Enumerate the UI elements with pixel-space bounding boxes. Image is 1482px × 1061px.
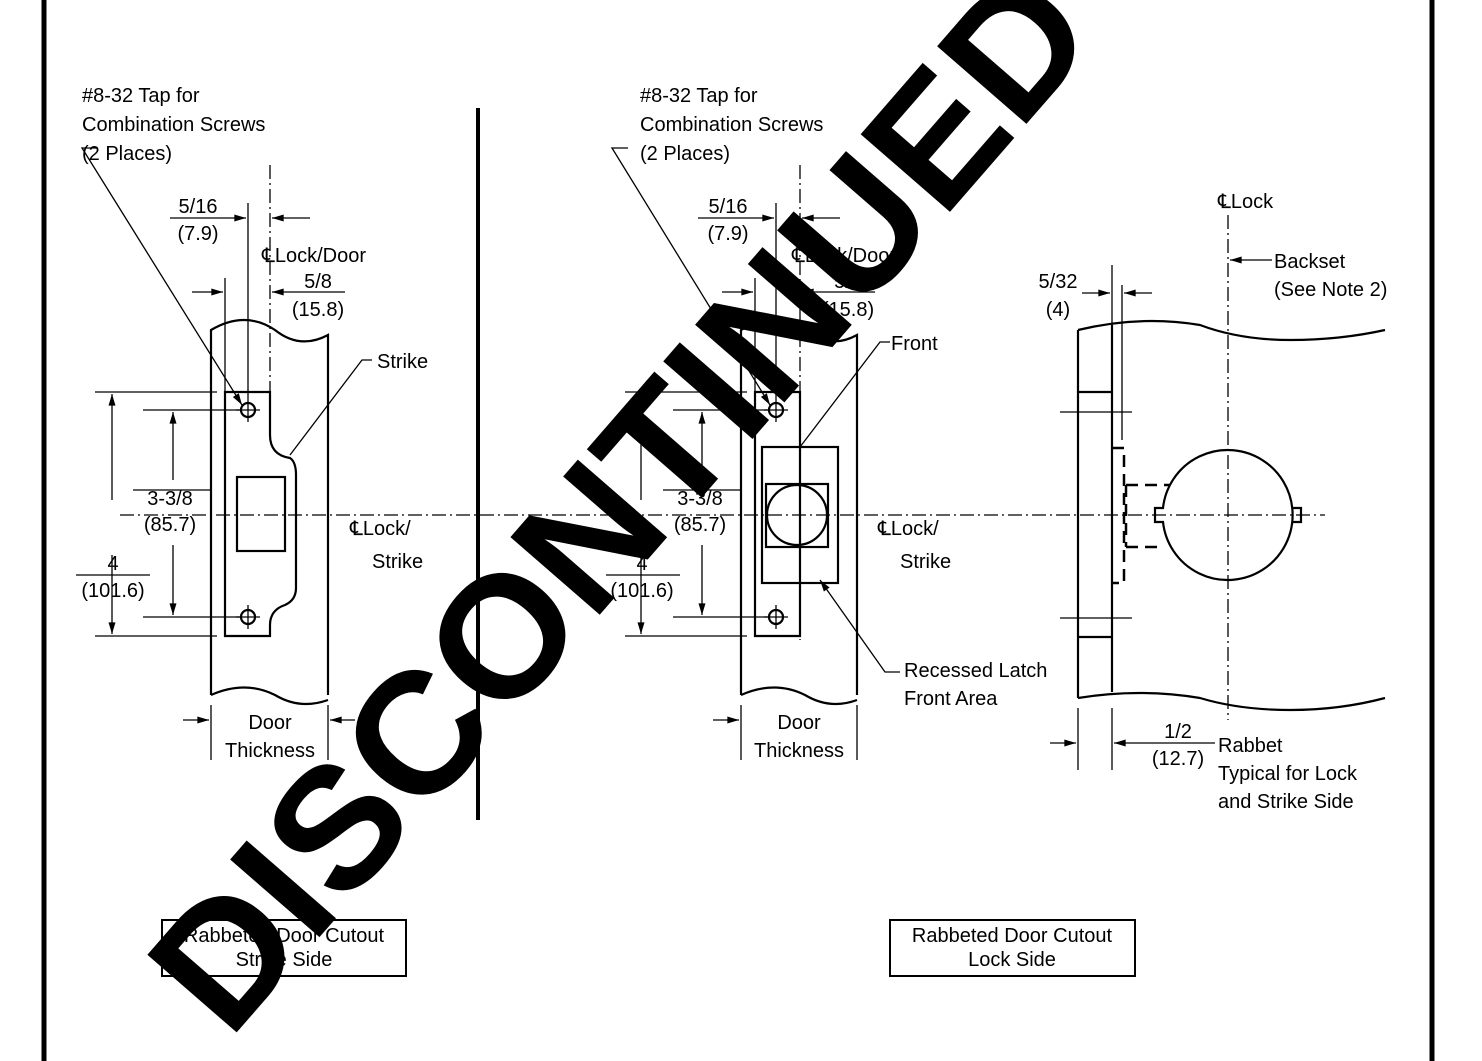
cl-lock-strike-label-2: Strike bbox=[900, 551, 951, 573]
cl-lock-door-label: ℄Lock/Door bbox=[791, 245, 896, 267]
dim-5-8: 5/8 bbox=[834, 271, 862, 293]
cl-lock-strike-label-2: Strike bbox=[372, 551, 423, 573]
strike-plate bbox=[223, 390, 298, 638]
door-thickness-label-2: Thickness bbox=[225, 740, 315, 762]
tap-note-line2: Combination Screws bbox=[82, 114, 265, 136]
dim-4-mm: (101.6) bbox=[610, 580, 673, 602]
caption-line2: Lock Side bbox=[968, 949, 1056, 971]
dim-5-8-mm: (15.8) bbox=[292, 299, 344, 321]
dim-3-3-8-mm: (85.7) bbox=[144, 514, 196, 536]
rabbet-note-line1: Rabbet bbox=[1218, 735, 1283, 757]
cl-lock-strike-label: ℄Lock/ bbox=[877, 518, 939, 540]
caption-line2: Strike Side bbox=[236, 949, 333, 971]
dim-4: 4 bbox=[636, 553, 647, 575]
caption-box bbox=[889, 919, 1136, 977]
dim-1-2: 1/2 bbox=[1164, 721, 1192, 743]
dim-3-3-8-mm: (85.7) bbox=[674, 514, 726, 536]
caption-box bbox=[161, 919, 407, 977]
latch-front-hidden bbox=[1112, 446, 1126, 585]
tap-note-line3: (2 Places) bbox=[82, 143, 172, 165]
dim-5-16: 5/16 bbox=[709, 196, 748, 218]
strike-side-view: #8-32 Tap for Combination Screws (2 Plac… bbox=[76, 85, 428, 977]
strike-opening bbox=[235, 475, 287, 553]
dim-5-8-mm: (15.8) bbox=[822, 299, 874, 321]
recessed-latch-label: Recessed Latch bbox=[904, 660, 1047, 682]
backset-note: (See Note 2) bbox=[1274, 279, 1387, 301]
door-thickness-label: Door bbox=[248, 712, 292, 734]
dim-5-16-mm: (7.9) bbox=[177, 223, 218, 245]
recessed-latch-label-2: Front Area bbox=[904, 688, 998, 710]
latch-bore bbox=[765, 483, 829, 547]
door-break-bottom bbox=[1077, 691, 1386, 712]
tap-note-line3: (2 Places) bbox=[640, 143, 730, 165]
dim-5-32: 5/32 bbox=[1039, 271, 1078, 293]
rabbet-note-line2: Typical for Lock bbox=[1218, 763, 1358, 785]
dim-3-3-8: 3-3/8 bbox=[147, 488, 193, 510]
strike-label: Strike bbox=[377, 351, 428, 373]
door-break bbox=[740, 686, 858, 706]
tap-note-line1: #8-32 Tap for bbox=[82, 85, 200, 107]
door-break-top bbox=[1077, 319, 1386, 342]
discontinued-watermark: DISCONTINUED bbox=[112, 0, 1129, 1061]
tap-note-line2: Combination Screws bbox=[640, 114, 823, 136]
caption-line1: Rabbeted Door Cutout bbox=[184, 925, 385, 947]
door-thickness-label-2: Thickness bbox=[754, 740, 844, 762]
dim-3-3-8: 3-3/8 bbox=[677, 488, 723, 510]
edge-view: ℄Lock Backset (See Note 2) 5/32 (4) 1/2 … bbox=[1039, 191, 1388, 813]
dim-5-16-mm: (7.9) bbox=[707, 223, 748, 245]
dim-1-2-mm: (12.7) bbox=[1152, 748, 1204, 770]
front-label: Front bbox=[891, 333, 938, 355]
lock-bore bbox=[1153, 448, 1294, 582]
dim-4-mm: (101.6) bbox=[81, 580, 144, 602]
latch-body-hidden bbox=[1124, 483, 1170, 549]
dim-5-16: 5/16 bbox=[179, 196, 218, 218]
dim-5-32-mm: (4) bbox=[1046, 299, 1070, 321]
dim-5-8: 5/8 bbox=[304, 271, 332, 293]
rabbet-note-line3: and Strike Side bbox=[1218, 791, 1354, 813]
front-plate bbox=[753, 390, 802, 638]
door-break bbox=[210, 686, 329, 706]
cl-lock-label: ℄Lock bbox=[1217, 191, 1274, 213]
door-thickness-label: Door bbox=[777, 712, 821, 734]
tap-note-line1: #8-32 Tap for bbox=[640, 85, 758, 107]
lock-side-view: #8-32 Tap for Combination Screws (2 Plac… bbox=[606, 85, 1136, 977]
backset-label: Backset bbox=[1274, 251, 1346, 273]
cl-lock-strike-label: ℄Lock/ bbox=[349, 518, 411, 540]
cl-lock-door-label: ℄Lock/Door bbox=[261, 245, 366, 267]
dim-4: 4 bbox=[107, 553, 118, 575]
caption-line1: Rabbeted Door Cutout bbox=[912, 925, 1113, 947]
